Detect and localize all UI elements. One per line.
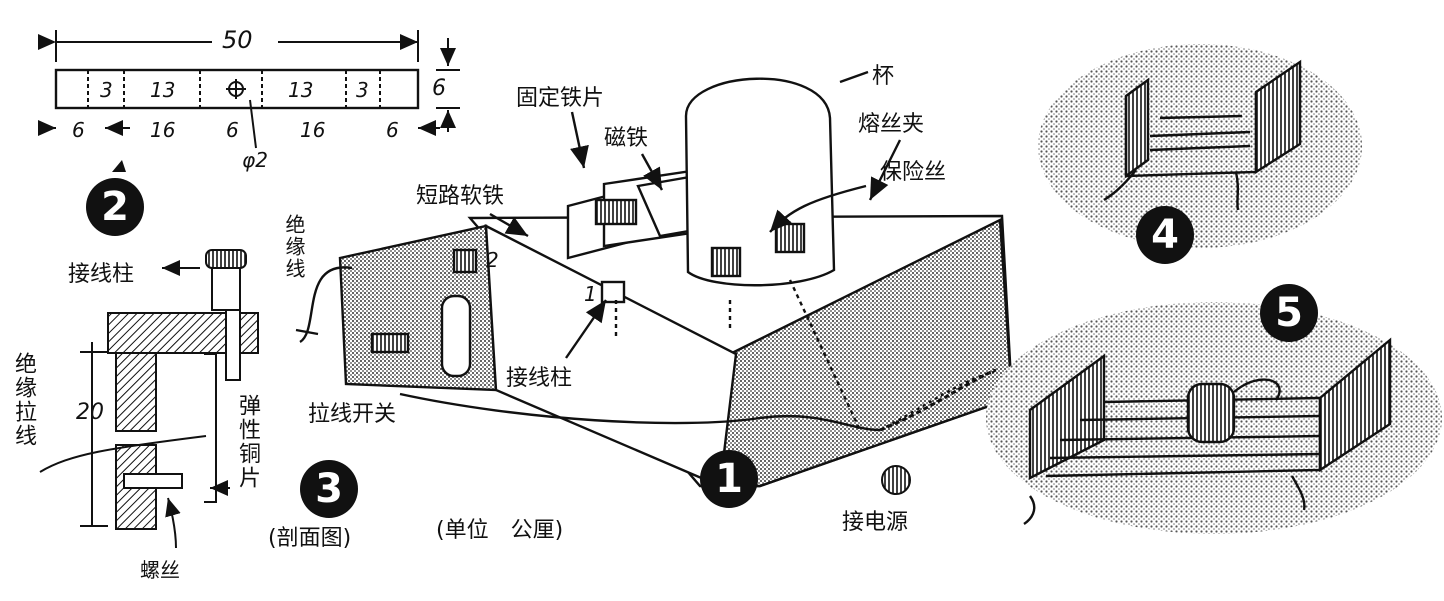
figure-number-4: 4 xyxy=(1136,206,1194,264)
dim-seg-13-right: 13 xyxy=(288,78,314,102)
label-binding-post: 接线柱 xyxy=(506,366,573,391)
pull-chain xyxy=(879,368,997,432)
dim-height-6: 6 xyxy=(432,76,446,101)
callout-2: 2 xyxy=(486,248,499,272)
dim-bottom-16-b: 16 xyxy=(300,118,326,142)
figure-2-strip-drawing xyxy=(38,30,460,149)
label-fixed-iron-plate: 固定铁片 xyxy=(516,86,605,111)
dim-seg-3-right: 3 xyxy=(356,78,369,102)
label-insulated-wire: 绝缘线 xyxy=(282,214,306,280)
figure-number-3: 3 xyxy=(300,460,358,518)
label-binding-post-section: 接线柱 xyxy=(68,262,135,287)
label-to-power: 接电源 xyxy=(842,510,909,535)
figure-1-assembly xyxy=(295,70,1014,488)
label-short-circuit-soft-iron: 短路软铁 xyxy=(416,184,505,209)
figure-number-2: 2 xyxy=(86,178,144,236)
figure-number-1: 1 xyxy=(700,450,758,508)
figure-number-5: 5 xyxy=(1260,284,1318,342)
dim-bottom-6-a: 6 xyxy=(72,118,85,142)
dim-height-20: 20 xyxy=(76,400,104,425)
power-plug xyxy=(881,465,911,495)
dim-hole-phi2: φ2 xyxy=(242,148,268,172)
figure-2-pointer xyxy=(112,160,126,172)
label-cup: 杯 xyxy=(872,64,895,89)
label-magnet: 磁铁 xyxy=(604,126,649,151)
label-fuse: 保险丝 xyxy=(880,160,947,185)
figure-3-section-drawing xyxy=(39,249,259,549)
label-pull-switch: 拉线开关 xyxy=(308,402,397,427)
label-screw: 螺丝 xyxy=(140,558,180,582)
dim-bottom-16-a: 16 xyxy=(150,118,176,142)
label-fuse-clip: 熔丝夹 xyxy=(858,112,925,137)
label-section-view: (剖面图) xyxy=(268,526,352,551)
dim-bottom-6-b: 6 xyxy=(226,118,239,142)
dim-total-50: 50 xyxy=(222,26,253,54)
figure-5-drawing xyxy=(986,302,1442,534)
dim-seg-13-left: 13 xyxy=(150,78,176,102)
label-unit: (单位 公厘) xyxy=(436,518,564,543)
label-elastic-copper-plate: 弹性铜片 xyxy=(235,394,260,490)
label-insulated-pull-line: 绝缘拉线 xyxy=(11,352,36,448)
callout-1: 1 xyxy=(584,282,597,306)
figure-4-drawing xyxy=(1038,44,1362,248)
dim-seg-3-left: 3 xyxy=(100,78,113,102)
dim-bottom-6-c: 6 xyxy=(386,118,399,142)
